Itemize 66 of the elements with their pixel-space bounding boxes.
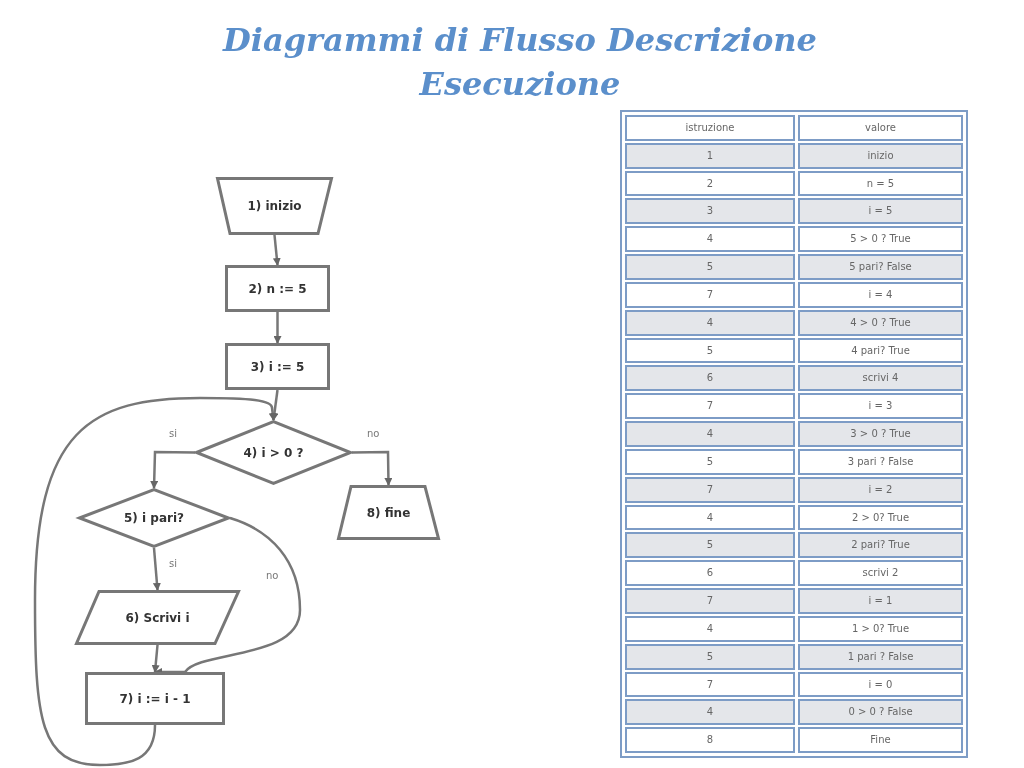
node-label: 1) inizio: [246, 199, 303, 213]
table-cell: 3 > 0 ? True: [798, 421, 963, 447]
table-cell: i = 3: [798, 393, 963, 420]
arrow: [272, 234, 281, 266]
node-label: 7) i := i - 1: [118, 691, 192, 706]
table-header-cell: valore: [798, 115, 963, 141]
table-cell: 5: [625, 337, 795, 364]
table-cell: 1: [625, 142, 795, 169]
table-cell: 4: [625, 309, 795, 336]
table-cell: 7: [625, 393, 795, 420]
table-cell: inizio: [798, 142, 963, 169]
table-cell: 7: [625, 671, 795, 698]
table-cell: 2: [625, 170, 795, 197]
table-cell: 4 > 0 ? True: [798, 309, 963, 336]
table-cell: 4: [625, 226, 795, 253]
arrow: [352, 450, 393, 486]
table-header-cell: istruzione: [625, 115, 795, 141]
node-label: 3) i := 5: [249, 359, 306, 374]
node-label: 4) i > 0 ?: [242, 445, 305, 460]
table-cell: 3: [625, 198, 795, 225]
edge-label: si: [168, 428, 178, 439]
node-label: 5) i pari?: [123, 511, 185, 525]
table-cell: 4: [625, 504, 795, 531]
table-cell: 5 > 0 ? True: [798, 226, 963, 253]
arrow: [150, 450, 195, 489]
table-cell: 3 pari ? False: [798, 448, 963, 475]
table-cell: 4: [625, 699, 795, 726]
table-cell: 8: [625, 727, 795, 753]
table-cell: 4: [625, 615, 795, 642]
table-cell: i = 5: [798, 198, 963, 225]
table-cell: scrivi 4: [798, 365, 963, 392]
arrow: [152, 547, 161, 591]
table-cell: 1 > 0? True: [798, 615, 963, 642]
table-cell: 7: [625, 588, 795, 614]
arrow: [273, 312, 282, 344]
table-cell: scrivi 2: [798, 560, 963, 586]
table-cell: 6: [625, 365, 795, 392]
table-cell: i = 0: [798, 671, 963, 698]
table-cell: i = 1: [798, 588, 963, 614]
table-cell: 2 pari? True: [798, 532, 963, 559]
table-cell: 0 > 0 ? False: [798, 699, 963, 726]
table-cell: 1 pari ? False: [798, 643, 963, 670]
table-cell: 2 > 0? True: [798, 504, 963, 531]
node-label: 2) n := 5: [247, 281, 308, 296]
edge-label: no: [366, 428, 381, 439]
table-cell: 5: [625, 254, 795, 280]
table-cell: 7: [625, 281, 795, 308]
node-label: 6) Scrivi i: [124, 610, 191, 625]
title: Diagrammi di Flusso Descrizione Esecuzione: [221, 20, 818, 105]
edge-label: si: [168, 558, 178, 569]
table-cell: 7: [625, 476, 795, 503]
table-cell: 5 pari? False: [798, 254, 963, 280]
node-label: 8) fine: [365, 505, 412, 520]
table-cell: Fine: [798, 727, 963, 753]
table-cell: n = 5: [798, 170, 963, 197]
table-cell: 5: [625, 643, 795, 670]
table-cell: 5: [625, 448, 795, 475]
table-cell: i = 4: [798, 281, 963, 308]
arrow: [33, 396, 277, 767]
table-cell: 5: [625, 532, 795, 559]
edge-label: no: [265, 570, 280, 581]
arrow: [151, 644, 160, 673]
table-cell: 4: [625, 421, 795, 447]
table-cell: 4 pari? True: [798, 337, 963, 364]
table-cell: i = 2: [798, 476, 963, 503]
table-cell: 6: [625, 560, 795, 586]
